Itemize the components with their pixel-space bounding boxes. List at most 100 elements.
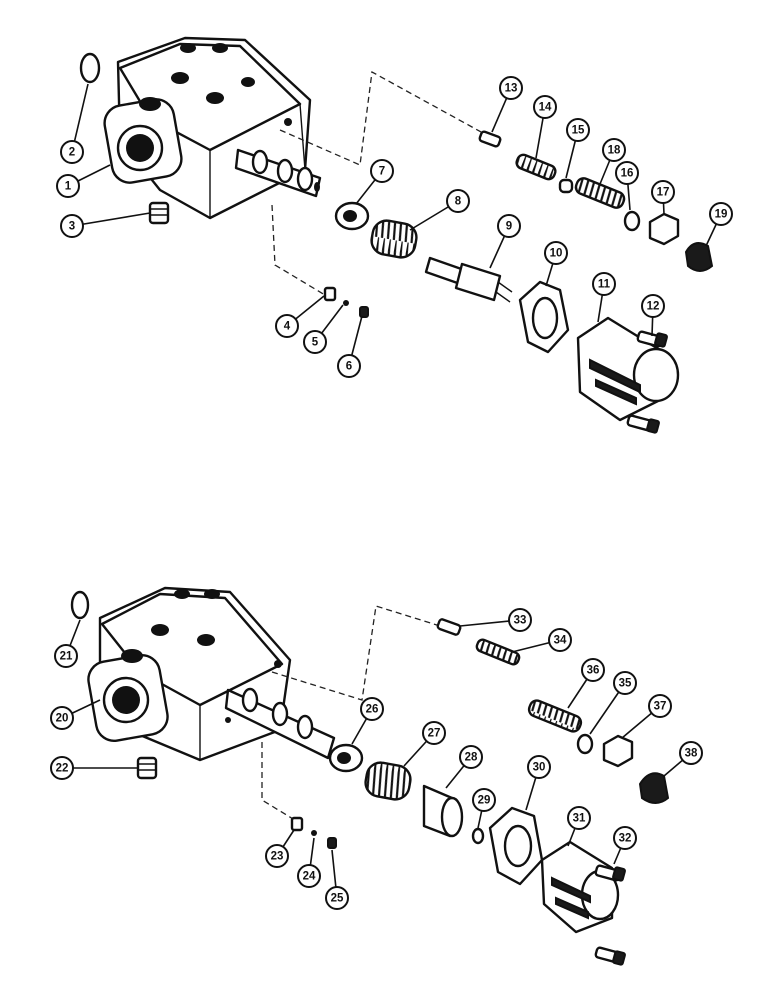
- spring-18: [574, 177, 626, 209]
- detent-assembly-9: [424, 256, 513, 303]
- callout-circle-4: [275, 314, 299, 338]
- callout-circle-19: [709, 202, 733, 226]
- callout-label-7: 7: [379, 166, 385, 178]
- callout-label-1: 1: [65, 181, 72, 193]
- callout-12: 12: [641, 294, 665, 318]
- callout-circle-1: [56, 174, 80, 198]
- callout-29: 29: [472, 788, 496, 812]
- callout-27: 27: [422, 721, 446, 745]
- callout-circle-16: [615, 161, 639, 185]
- top-assembly: [79, 36, 714, 434]
- callout-circle-24: [297, 864, 321, 888]
- callout-7: 7: [370, 159, 394, 183]
- o-ring-2: [79, 52, 101, 84]
- spool-bottom: [224, 687, 336, 760]
- callout-circle-38: [679, 741, 703, 765]
- callout-10: 10: [544, 241, 568, 265]
- callout-circle-18: [602, 138, 626, 162]
- callout-14: 14: [533, 95, 557, 119]
- callout-26: 26: [360, 697, 384, 721]
- washer-16: [623, 210, 641, 232]
- callout-circle-27: [422, 721, 446, 745]
- callout-25: 25: [325, 886, 349, 910]
- callout-6: 6: [337, 354, 361, 378]
- callout-circle-5: [303, 330, 327, 354]
- callout-4: 4: [275, 314, 299, 338]
- callout-circle-8: [446, 189, 470, 213]
- callout-20: 20: [50, 706, 74, 730]
- callout-label-22: 22: [56, 763, 69, 775]
- callout-11: 11: [592, 272, 616, 296]
- callout-33: 33: [508, 608, 532, 632]
- callout-label-11: 11: [598, 279, 611, 291]
- callout-5: 5: [303, 330, 327, 354]
- callout-label-20: 20: [56, 713, 69, 725]
- callout-label-6: 6: [346, 361, 352, 373]
- callout-label-32: 32: [619, 833, 632, 845]
- callout-1: 1: [56, 174, 80, 198]
- plug-22: [136, 756, 158, 780]
- callout-circle-14: [533, 95, 557, 119]
- callout-circle-3: [60, 214, 84, 238]
- callout-circle-26: [360, 697, 384, 721]
- top-dash-lower: [271, 204, 331, 299]
- callout-19: 19: [709, 202, 733, 226]
- nut-17: [648, 212, 680, 246]
- spring-36: [527, 699, 583, 733]
- callout-17: 17: [651, 180, 675, 204]
- callout-36: 36: [581, 658, 605, 682]
- sleeve-28: [422, 784, 464, 838]
- callout-circle-9: [497, 214, 521, 238]
- callout-13: 13: [499, 76, 523, 100]
- gasket-10: [518, 280, 570, 354]
- callout-label-26: 26: [366, 704, 379, 716]
- callout-label-30: 30: [533, 762, 546, 774]
- callout-circle-33: [508, 608, 532, 632]
- callout-label-8: 8: [455, 196, 462, 208]
- callout-circle-7: [370, 159, 394, 183]
- callout-label-17: 17: [657, 187, 670, 199]
- callout-label-18: 18: [608, 145, 621, 157]
- callout-label-24: 24: [303, 871, 316, 883]
- callout-label-29: 29: [478, 795, 491, 807]
- callout-circle-35: [613, 671, 637, 695]
- spring-27: [364, 761, 412, 801]
- callout-circle-36: [581, 658, 605, 682]
- callout-label-14: 14: [539, 102, 552, 114]
- callout-circle-10: [544, 241, 568, 265]
- callout-label-37: 37: [654, 701, 667, 713]
- callout-3: 3: [60, 214, 84, 238]
- o-ring-21: [70, 590, 90, 620]
- callout-circle-23: [265, 844, 289, 868]
- callout-label-25: 25: [331, 893, 344, 905]
- callout-label-5: 5: [312, 337, 319, 349]
- callout-15: 15: [566, 118, 590, 142]
- callout-label-38: 38: [685, 748, 698, 760]
- callout-circle-30: [527, 755, 551, 779]
- callout-label-28: 28: [465, 752, 478, 764]
- callout-label-23: 23: [271, 851, 284, 863]
- callout-circle-34: [548, 628, 572, 652]
- callout-circle-32: [613, 826, 637, 850]
- bottom-dash-lower: [261, 742, 299, 823]
- callout-circle-17: [651, 180, 675, 204]
- callout-32: 32: [613, 826, 637, 850]
- leader-line-3: [71, 212, 151, 227]
- detent-parts-top: [323, 286, 369, 318]
- callout-30: 30: [527, 755, 551, 779]
- gasket-30: [488, 806, 544, 886]
- callout-label-3: 3: [69, 221, 75, 233]
- callout-circle-21: [54, 644, 78, 668]
- callout-circle-37: [648, 694, 672, 718]
- callout-circle-20: [50, 706, 74, 730]
- callout-8: 8: [446, 189, 470, 213]
- snap-ring-29: [471, 827, 485, 845]
- callout-22: 22: [50, 756, 74, 780]
- callout-circle-29: [472, 788, 496, 812]
- cap-11: [576, 316, 680, 422]
- callout-circle-25: [325, 886, 349, 910]
- callout-label-21: 21: [60, 651, 73, 663]
- callout-label-2: 2: [69, 147, 75, 159]
- acorn-nut-38: [638, 772, 670, 804]
- callout-label-36: 36: [587, 665, 600, 677]
